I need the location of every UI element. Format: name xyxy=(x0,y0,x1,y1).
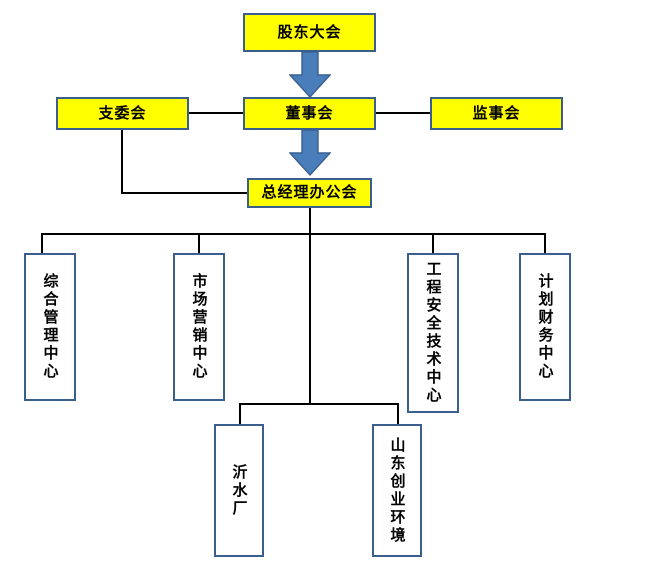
node-gm-office[interactable]: 总经理办公会 xyxy=(247,178,372,208)
node-general-management-center-label: 综合管理中心 xyxy=(41,273,60,381)
connector-drop-marketing xyxy=(198,233,200,254)
node-planning-finance-center[interactable]: 计划财务中心 xyxy=(519,253,571,401)
node-yishui-plant-label: 沂水厂 xyxy=(230,463,249,518)
connector-drop-yishui-plant xyxy=(239,403,241,425)
connector-party-to-board xyxy=(188,112,244,114)
node-board-supervisors-label: 监事会 xyxy=(472,103,521,122)
connector-drop-planning-finance xyxy=(544,233,546,254)
node-marketing-center[interactable]: 市场营销中心 xyxy=(173,253,225,401)
node-shandong-venture-environment-label: 山东创业环境 xyxy=(388,436,407,545)
connector-board-to-supervisors xyxy=(375,112,431,114)
node-marketing-center-label: 市场营销中心 xyxy=(190,273,209,381)
connector-level5-bus xyxy=(239,403,399,405)
node-board-supervisors[interactable]: 监事会 xyxy=(430,97,563,130)
connector-gm-trunk xyxy=(309,208,311,405)
node-board-directors-label: 董事会 xyxy=(285,103,334,122)
node-shareholders[interactable]: 股东大会 xyxy=(243,13,376,52)
node-general-management-center[interactable]: 综合管理中心 xyxy=(24,253,76,401)
connector-drop-engineering-safety xyxy=(432,233,434,254)
node-party-committee[interactable]: 支委会 xyxy=(56,97,189,130)
node-engineering-safety-center-label: 工程安全技术中心 xyxy=(424,261,443,405)
node-shareholders-label: 股东大会 xyxy=(277,22,342,41)
node-planning-finance-center-label: 计划财务中心 xyxy=(536,273,555,381)
node-gm-office-label: 总经理办公会 xyxy=(261,183,358,202)
node-board-directors[interactable]: 董事会 xyxy=(243,97,376,130)
node-shandong-venture-environment[interactable]: 山东创业环境 xyxy=(372,424,422,557)
arrow-shareholders-to-board-icon xyxy=(289,52,331,98)
node-party-committee-label: 支委会 xyxy=(98,103,147,122)
node-yishui-plant[interactable]: 沂水厂 xyxy=(214,424,264,557)
node-engineering-safety-center[interactable]: 工程安全技术中心 xyxy=(407,253,459,413)
connector-party-to-gm xyxy=(121,192,248,194)
connector-drop-shandong-venture xyxy=(397,403,399,425)
connector-drop-general-management xyxy=(41,233,43,254)
connector-level4-bus xyxy=(41,233,546,235)
connector-party-drop xyxy=(121,130,123,193)
arrow-board-to-gm-icon xyxy=(289,130,331,176)
